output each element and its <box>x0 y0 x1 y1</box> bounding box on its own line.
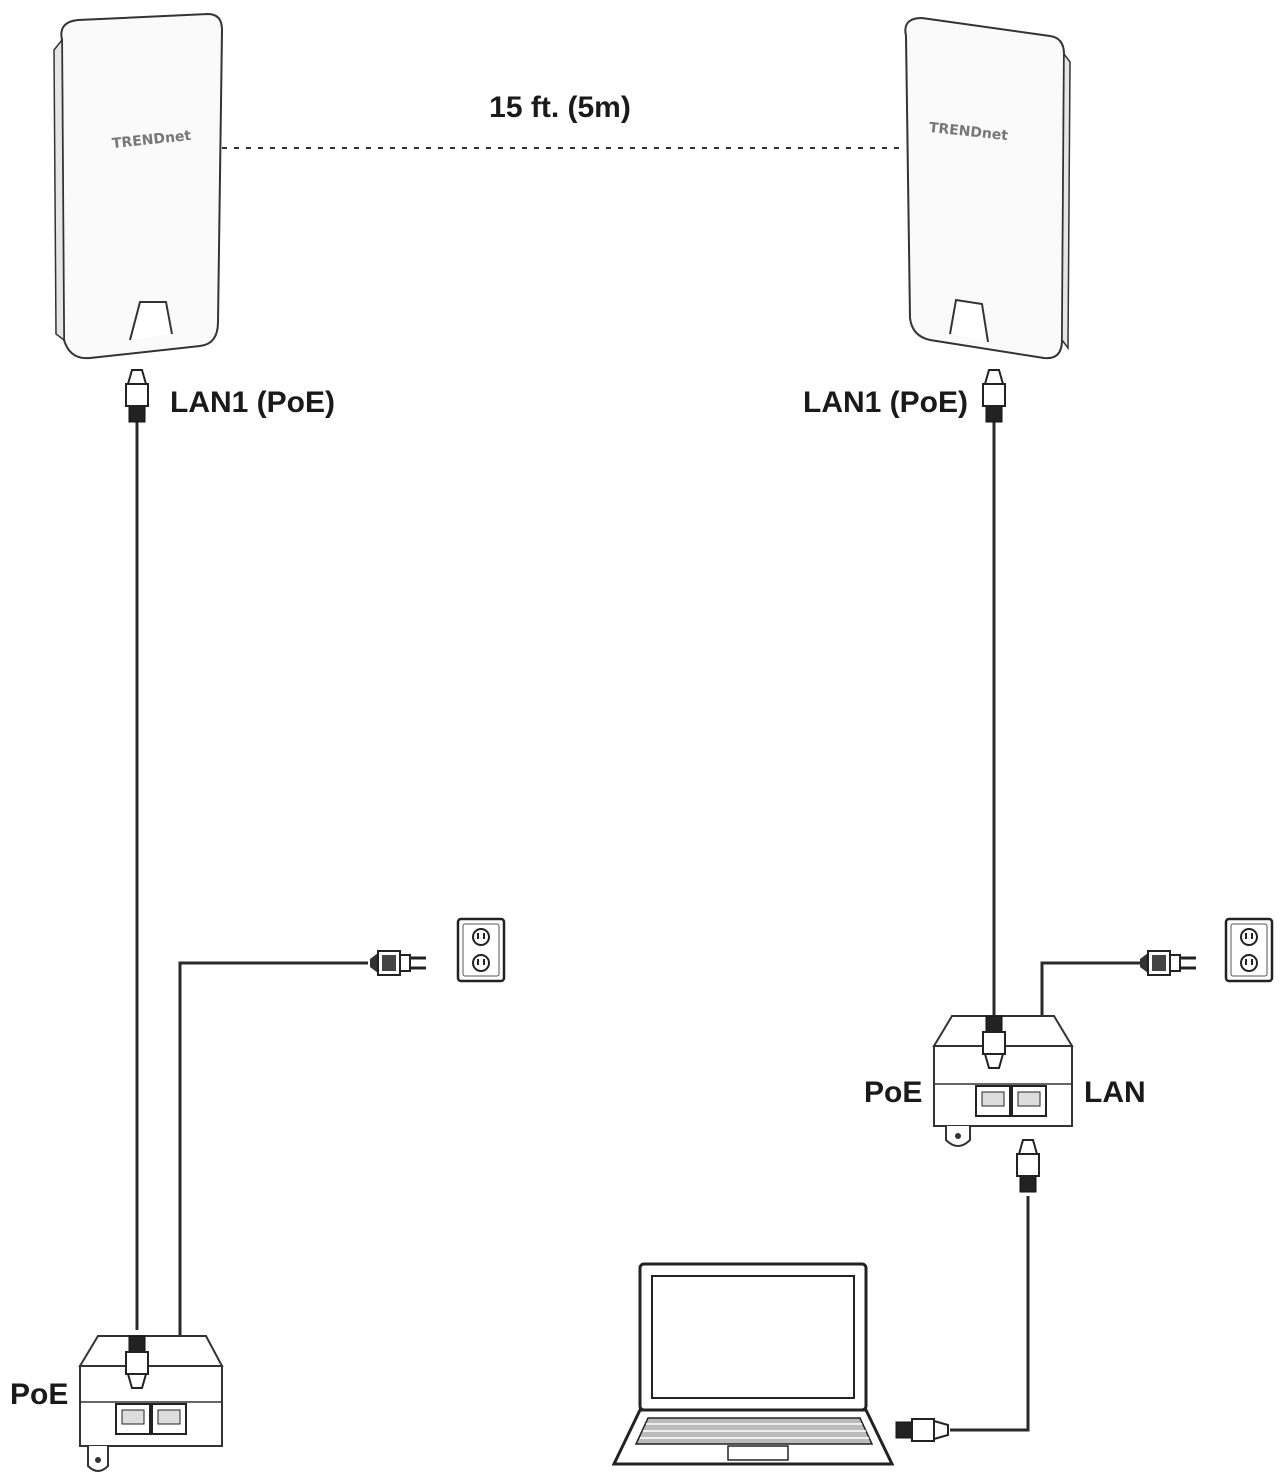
wall-outlet-right <box>1224 917 1274 983</box>
ap-left-port-label: LAN1 (PoE) <box>170 386 335 419</box>
rj45-plug-right-ap <box>982 369 1006 423</box>
rj45-plug-laptop <box>895 1418 949 1442</box>
power-plug-right <box>1138 949 1198 977</box>
laptop <box>611 1262 895 1466</box>
cable-right-injector-to-laptop <box>950 1196 1030 1432</box>
access-point-right: TRENDnet <box>904 16 1071 360</box>
access-point-left: TRENDnet <box>53 12 224 360</box>
power-plug-left <box>368 949 428 977</box>
distance-label: 15 ft. (5m) <box>489 91 631 124</box>
cable-right-injector-power <box>1040 961 1140 1016</box>
injector-left-poe-label: PoE <box>10 1378 68 1411</box>
ap-right-port-label: LAN1 (PoE) <box>803 386 968 419</box>
injector-right-lan-label: LAN <box>1084 1076 1146 1109</box>
injector-right-poe-label: PoE <box>864 1076 922 1109</box>
cable-left-injector-power <box>178 961 368 1336</box>
rj45-plug-right-injector-lan <box>1016 1139 1040 1193</box>
poe-injector-left <box>78 1335 224 1472</box>
rj45-plug-left-injector <box>125 1335 149 1389</box>
rj45-plug-right-injector-poe <box>982 1015 1006 1069</box>
rj45-plug-left-ap <box>125 369 149 423</box>
wall-outlet-left <box>456 917 506 983</box>
